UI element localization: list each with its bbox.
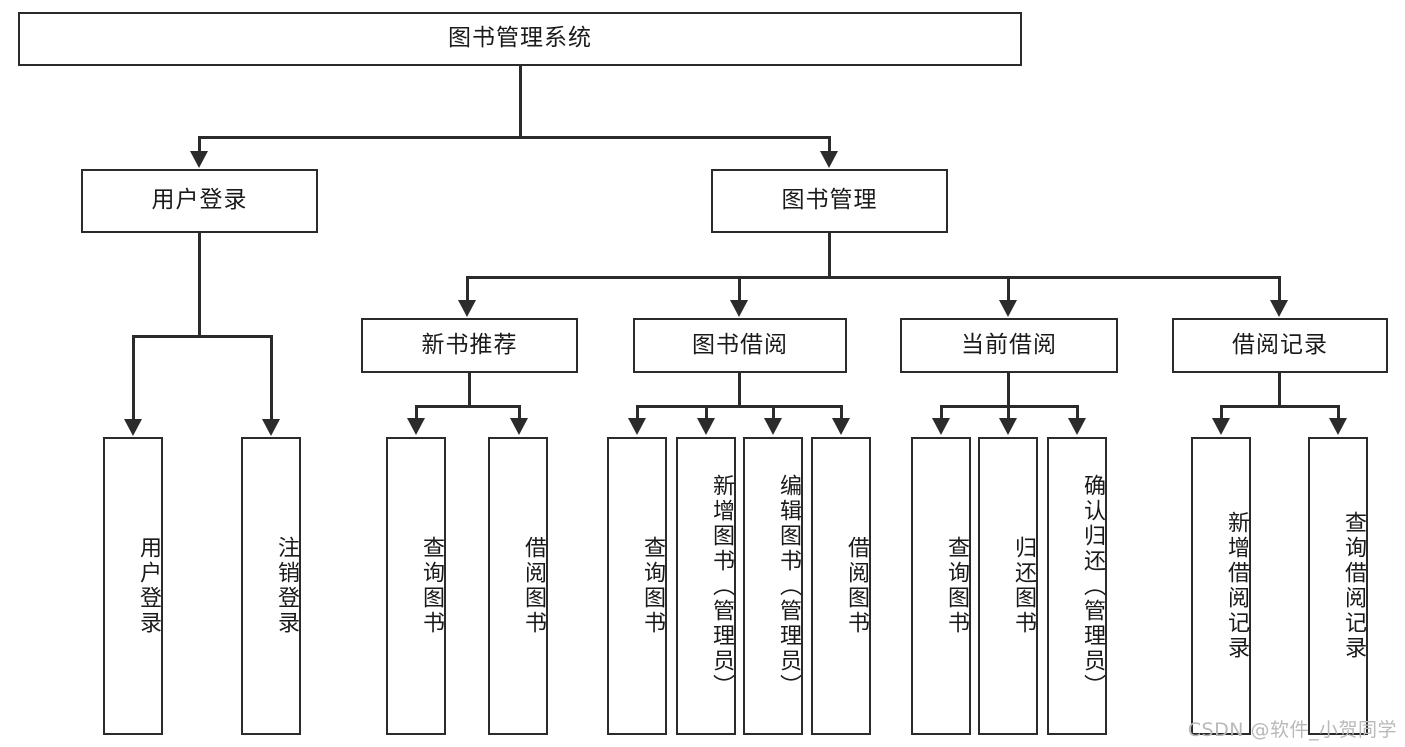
connector-root-to-book-manage [828,136,831,154]
connector-borrow-record-drop-2 [1337,405,1340,419]
connector-book-borrow-drop-4 [840,405,843,419]
leaf-query-book-1[interactable]: 查询图书 [386,437,446,735]
leaf-user-logout[interactable]: 注销登录 [241,437,301,735]
arrow-to-leaf-add-book [697,418,715,435]
connector-book-borrow-bar [636,405,843,408]
arrow-to-borrow-record [1270,300,1288,317]
connector-book-borrow-drop-2 [705,405,708,419]
node-root[interactable]: 图书管理系统 [18,12,1022,66]
arrow-to-leaf-query-book-3 [932,418,950,435]
arrow-to-leaf-user-login [124,419,142,436]
leaf-query-book-2-label: 查询图书 [640,536,665,636]
connector-borrow-record-stem [1278,373,1281,407]
arrow-to-leaf-query-record [1329,418,1347,435]
leaf-query-record-label: 查询借阅记录 [1341,511,1366,661]
node-borrow-record-label: 借阅记录 [1232,331,1328,358]
leaf-edit-book[interactable]: 编辑图书（管理员） [743,437,803,735]
connector-book-manage-drop-1 [466,276,469,302]
connector-book-borrow-drop-3 [772,405,775,419]
arrow-to-leaf-borrow-book-1 [510,418,528,435]
connector-user-login-stem [198,233,201,337]
leaf-user-login-label: 用户登录 [136,536,161,636]
connector-new-book-rec-drop-1 [415,405,418,419]
node-borrow-record[interactable]: 借阅记录 [1172,318,1388,373]
leaf-confirm-return-label: 确认归还（管理员） [1080,473,1105,699]
node-current-borrow-label: 当前借阅 [961,331,1057,358]
connector-current-borrow-stem [1007,373,1010,407]
connector-user-login-drop-2 [270,335,273,421]
arrow-to-leaf-confirm-return [1068,418,1086,435]
node-current-borrow[interactable]: 当前借阅 [900,318,1118,373]
node-new-book-rec-label: 新书推荐 [421,331,518,358]
leaf-return-book-label: 归还图书 [1011,536,1036,636]
leaf-borrow-book-1-label: 借阅图书 [521,536,546,636]
leaf-add-book[interactable]: 新增图书（管理员） [676,437,736,735]
leaf-add-record-label: 新增借阅记录 [1224,511,1249,661]
leaf-borrow-book-2-label: 借阅图书 [844,536,869,636]
arrow-to-leaf-add-record [1212,418,1230,435]
node-new-book-rec[interactable]: 新书推荐 [361,318,578,373]
arrow-root-to-book-manage [820,151,838,168]
connector-root-bar [198,136,830,139]
node-book-manage[interactable]: 图书管理 [711,169,948,233]
leaf-borrow-book-2[interactable]: 借阅图书 [811,437,871,735]
connector-borrow-record-bar [1220,405,1340,408]
connector-user-login-drop-1 [132,335,135,421]
leaf-add-record[interactable]: 新增借阅记录 [1191,437,1251,735]
arrow-to-new-book-rec [458,300,476,317]
leaf-borrow-book-1[interactable]: 借阅图书 [488,437,548,735]
node-book-manage-label: 图书管理 [781,187,878,214]
connector-book-manage-drop-2 [738,276,741,302]
arrow-to-leaf-query-book-2 [628,418,646,435]
leaf-edit-book-label: 编辑图书（管理员） [776,473,801,699]
connector-book-manage-drop-4 [1278,276,1281,302]
connector-new-book-rec-bar [415,405,521,408]
connector-book-borrow-stem [738,373,741,407]
connector-root-to-user-login [198,136,201,154]
connector-current-borrow-drop-3 [1076,405,1079,419]
arrow-to-current-borrow [999,300,1017,317]
connector-book-manage-drop-3 [1007,276,1010,302]
connector-new-book-rec-drop-2 [518,405,521,419]
leaf-query-book-3[interactable]: 查询图书 [911,437,971,735]
leaf-confirm-return[interactable]: 确认归还（管理员） [1047,437,1107,735]
arrow-to-leaf-return-book [999,418,1017,435]
leaf-query-record[interactable]: 查询借阅记录 [1308,437,1368,735]
connector-borrow-record-drop-1 [1220,405,1223,419]
arrow-to-leaf-user-logout [262,419,280,436]
leaf-add-book-label: 新增图书（管理员） [709,473,734,699]
leaf-user-logout-label: 注销登录 [274,536,299,636]
arrow-root-to-user-login [190,151,208,168]
leaf-query-book-2[interactable]: 查询图书 [607,437,667,735]
connector-root-stem [519,66,522,137]
connector-book-borrow-drop-1 [636,405,639,419]
connector-user-login-bar [132,335,270,338]
leaf-query-book-1-label: 查询图书 [419,536,444,636]
leaf-user-login[interactable]: 用户登录 [103,437,163,735]
connector-book-manage-stem [828,233,831,278]
connector-current-borrow-drop-2 [1007,405,1010,419]
node-root-label: 图书管理系统 [448,25,592,52]
leaf-return-book[interactable]: 归还图书 [978,437,1038,735]
arrow-to-leaf-query-book-1 [407,418,425,435]
node-user-login[interactable]: 用户登录 [81,169,318,233]
connector-new-book-rec-stem [468,373,471,407]
connector-book-manage-bar [466,276,1280,279]
node-book-borrow[interactable]: 图书借阅 [633,318,847,373]
node-user-login-label: 用户登录 [151,187,248,214]
arrow-to-leaf-borrow-book-2 [832,418,850,435]
node-book-borrow-label: 图书借阅 [692,331,788,358]
connector-current-borrow-drop-1 [940,405,943,419]
arrow-to-leaf-edit-book [764,418,782,435]
arrow-to-book-borrow [730,300,748,317]
leaf-query-book-3-label: 查询图书 [944,536,969,636]
